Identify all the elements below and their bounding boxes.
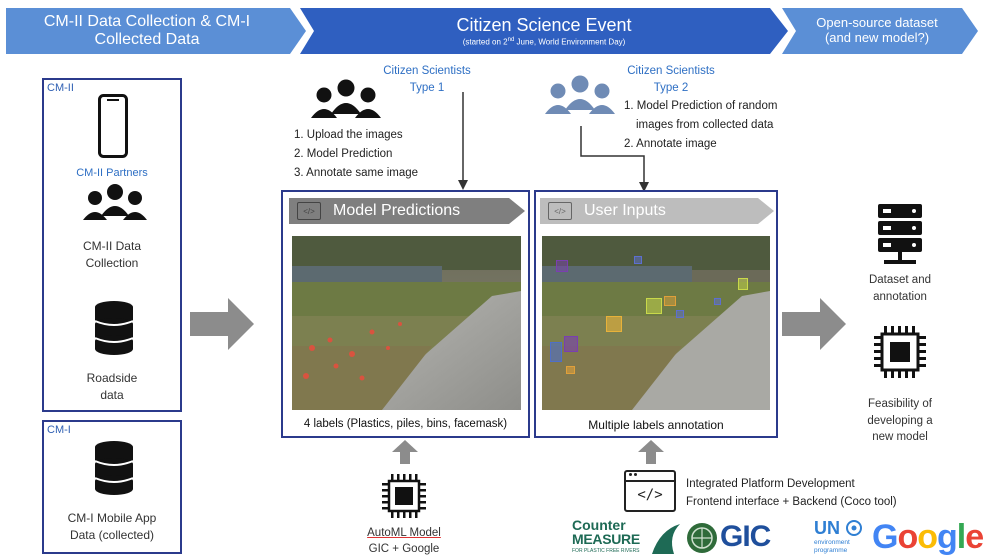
- code-window-icon: </>: [624, 470, 676, 512]
- people-group-icon: [83, 184, 147, 220]
- model-predictions-panel: </> Model Predictions 4 labels (Plastics…: [281, 190, 530, 438]
- code-window-icon: </>: [548, 202, 572, 220]
- gic-logo: GIC: [686, 518, 786, 558]
- roadside-photo: [292, 236, 521, 410]
- annotation-box: [714, 298, 721, 305]
- type2-steps: 1. Model Prediction of random images fro…: [624, 97, 777, 154]
- connector-arrow: [458, 92, 468, 190]
- google-logo: Google: [872, 516, 986, 558]
- user-inputs-banner: </> User Inputs: [540, 198, 774, 224]
- google-logo-letter: g: [937, 518, 958, 556]
- type2-step: 1. Model Prediction of random: [624, 100, 778, 112]
- annotated-photo: [542, 236, 770, 410]
- user-inputs-panel: </> User Inputs Multiple labels annotati…: [534, 190, 778, 438]
- annotation-box: [646, 298, 662, 314]
- processor-chip-icon: [874, 326, 926, 378]
- type2-step: 2. Annotate image: [624, 137, 717, 150]
- river-wave-icon: [652, 524, 680, 554]
- automl-label: AutoML Model GIC + Google: [367, 527, 441, 555]
- type1-steps: 1. Upload the images 2. Model Prediction…: [294, 126, 418, 183]
- database-icon: [94, 441, 134, 495]
- people-group-icon: [311, 79, 381, 118]
- roadside-photo-scene: [292, 236, 521, 410]
- cm1-label: CM-I: [47, 424, 71, 436]
- counter-measure-logo: Counter MEASURE FOR PLASTIC FREE RIVERS: [572, 518, 684, 558]
- user-inputs-title: User Inputs: [584, 202, 666, 219]
- annotated-photo-scene: [542, 236, 770, 410]
- google-logo-letter: o: [917, 518, 938, 556]
- annotation-box: [564, 336, 578, 352]
- database-icon: [94, 301, 134, 355]
- model-predictions-banner: </> Model Predictions: [289, 198, 525, 224]
- annotation-box: [606, 316, 622, 332]
- annotation-box: [664, 296, 676, 306]
- connector-arrow: [580, 126, 649, 192]
- type1-step: 1. Upload the images: [294, 129, 403, 141]
- stage1-chevron: CM-II Data Collection & CM-I Collected D…: [6, 8, 306, 54]
- annotation-box: [676, 310, 684, 318]
- stage1-label: CM-II Data Collection & CM-I Collected D…: [43, 12, 251, 48]
- google-logo-letter: l: [956, 518, 967, 556]
- annotation-box: [566, 366, 575, 374]
- banner-shape: [540, 198, 774, 224]
- google-logo-letter: e: [965, 518, 984, 556]
- type1-step: 3. Annotate same image: [294, 166, 419, 179]
- model-predictions-title: Model Predictions: [333, 202, 461, 219]
- annotation-box: [550, 342, 562, 362]
- annotation-box: [738, 278, 748, 290]
- flow-arrow-right-icon: [782, 298, 846, 350]
- google-logo-letter: o: [897, 518, 918, 556]
- smartphone-icon: [98, 94, 128, 158]
- partners-label: CM-II Partners: [76, 167, 148, 179]
- annotation-box: [556, 260, 568, 272]
- cm2-label: CM-II: [47, 82, 74, 94]
- stage2-chevron: Citizen Science Event (started on 2nd Ju…: [300, 8, 788, 54]
- platform-label: Integrated Platform Development Frontend…: [686, 478, 897, 508]
- globe-seal-icon: [687, 523, 717, 553]
- banner-shape: [289, 198, 525, 224]
- stage2-chevron-shape: [300, 8, 788, 54]
- flow-arrow-right-icon: [190, 298, 254, 350]
- code-window-icon: </>: [297, 202, 321, 220]
- unep-logo: UN environment programme: [812, 518, 870, 558]
- type2-step: images from collected data: [636, 118, 774, 131]
- processor-chip-icon: [382, 474, 426, 518]
- stage2-subtitle: (started on 2nd June, World Environment …: [462, 36, 626, 47]
- google-logo-letter: G: [872, 518, 898, 556]
- people-group-icon: [545, 75, 615, 114]
- server-icon: [878, 204, 922, 264]
- user-inputs-caption: Multiple labels annotation: [588, 418, 724, 432]
- stage1-chevron-shape: [6, 8, 306, 54]
- model-predictions-caption: 4 labels (Plastics, piles, bins, facemas…: [303, 418, 508, 430]
- annotation-box: [634, 256, 642, 264]
- type1-step: 2. Model Prediction: [294, 147, 393, 160]
- up-arrow-icon: [392, 440, 418, 464]
- up-arrow-icon: [638, 440, 664, 464]
- un-emblem-icon: [846, 520, 862, 536]
- stage2-title: Citizen Science Event: [456, 15, 632, 36]
- stage3-label: Open-source dataset (and new model?): [816, 15, 938, 45]
- stage3-chevron-shape: [782, 8, 978, 54]
- stage3-chevron: Open-source dataset (and new model?): [782, 8, 978, 54]
